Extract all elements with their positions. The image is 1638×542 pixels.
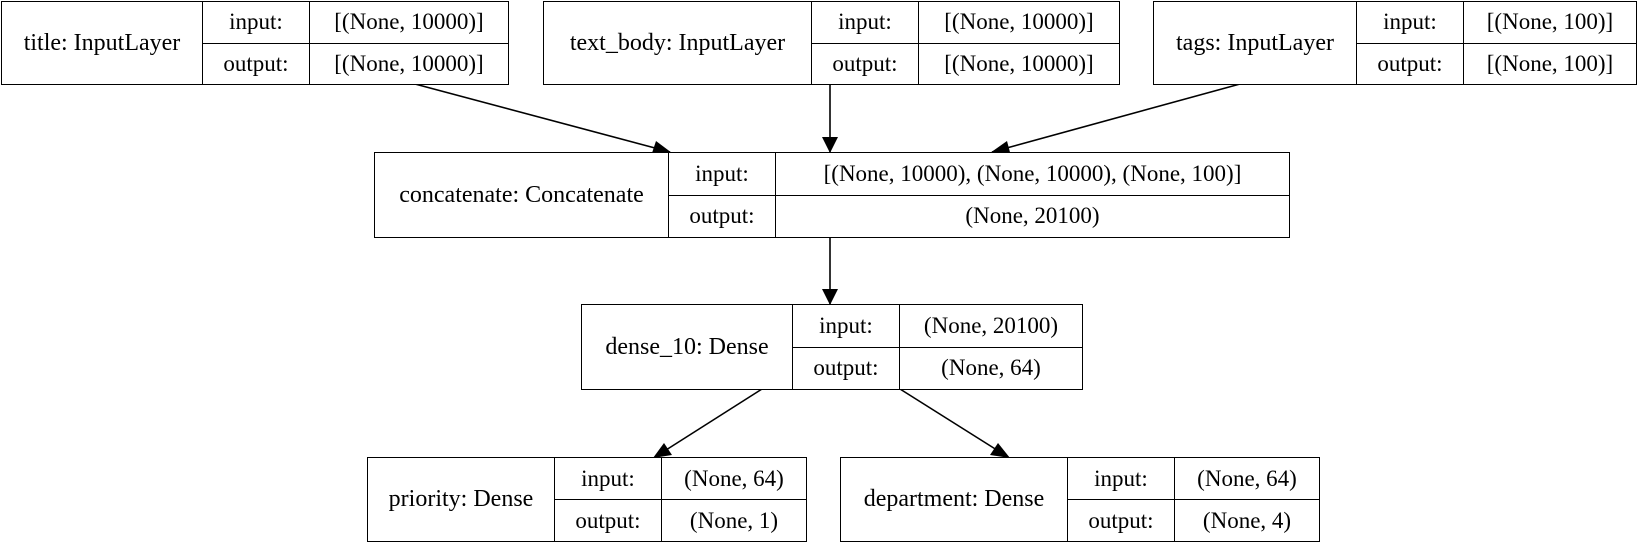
shape-values: (None, 64) (None, 1) [662,458,806,541]
io-labels: input: output: [1357,2,1464,84]
shape-values: [(None, 10000)] [(None, 10000)] [919,2,1119,84]
output-label: output: [832,50,898,76]
input-label: input: [669,153,775,196]
node-label: dense_10: Dense [582,305,793,389]
io-labels: input: output: [812,2,919,84]
output-shape: (None, 1) [689,507,779,533]
input-shape: (None, 64) [1175,458,1319,500]
output-label: output: [223,50,289,76]
input-shape: [(None, 10000), (None, 10000), (None, 10… [776,153,1289,196]
input-label: input: [1068,458,1174,500]
input-shape: [(None, 100)] [1464,2,1636,44]
io-labels: input: output: [793,305,900,389]
input-label: input: [555,458,661,500]
edge-dense-10-to-priority [654,388,763,458]
node-tags-input-layer: tags: InputLayer input: output: [(None, … [1153,1,1637,85]
output-shape: [(None, 100)] [1486,50,1614,76]
io-labels: input: output: [669,153,776,237]
node-label: tags: InputLayer [1154,2,1357,84]
output-shape: (None, 64) [941,355,1041,381]
input-label: input: [793,305,899,348]
arrowhead-dense-10-to-priority [653,443,672,458]
input-label: input: [1357,2,1463,44]
arrowhead-dense-10-to-department [990,443,1010,458]
output-label: output: [813,355,879,381]
node-label: priority: Dense [368,458,555,541]
output-shape: (None, 20100) [965,203,1100,229]
output-shape: [(None, 10000)] [334,50,484,76]
input-shape: [(None, 10000)] [919,2,1119,44]
edge-tags-to-concatenate [991,83,1241,153]
node-label: department: Dense [841,458,1068,541]
edge-dense-10-to-department [899,388,1009,458]
output-shape: [(None, 10000)] [944,50,1094,76]
input-label: input: [203,2,309,44]
arrowhead-text-body-to-concatenate [822,137,838,153]
node-label: text_body: InputLayer [544,2,812,84]
input-shape: (None, 20100) [900,305,1082,348]
output-label: output: [1088,507,1154,533]
node-concatenate: concatenate: Concatenate input: output: … [374,152,1290,238]
output-label: output: [1377,50,1443,76]
input-label: input: [812,2,918,44]
shape-values: (None, 64) (None, 4) [1175,458,1319,541]
node-label: title: InputLayer [2,2,203,84]
node-priority: priority: Dense input: output: (None, 64… [367,457,807,542]
node-dense-10: dense_10: Dense input: output: (None, 20… [581,304,1083,390]
io-labels: input: output: [555,458,662,541]
shape-values: [(None, 100)] [(None, 100)] [1464,2,1636,84]
node-text-body-input-layer: text_body: InputLayer input: output: [(N… [543,1,1120,85]
shape-values: (None, 20100) (None, 64) [900,305,1082,389]
arrowhead-concatenate-to-dense-10 [822,289,838,305]
output-label: output: [689,203,755,229]
io-labels: input: output: [1068,458,1175,541]
output-label: output: [575,507,641,533]
input-shape: [(None, 10000)] [310,2,508,44]
edge-title-to-concatenate [414,83,671,153]
node-label: concatenate: Concatenate [375,153,669,237]
node-title-input-layer: title: InputLayer input: output: [(None,… [1,1,509,85]
shape-values: [(None, 10000)] [(None, 10000)] [310,2,508,84]
io-labels: input: output: [203,2,310,84]
shape-values: [(None, 10000), (None, 10000), (None, 10… [776,153,1289,237]
input-shape: (None, 64) [662,458,806,500]
node-department: department: Dense input: output: (None, … [840,457,1320,542]
output-shape: (None, 4) [1202,507,1292,533]
